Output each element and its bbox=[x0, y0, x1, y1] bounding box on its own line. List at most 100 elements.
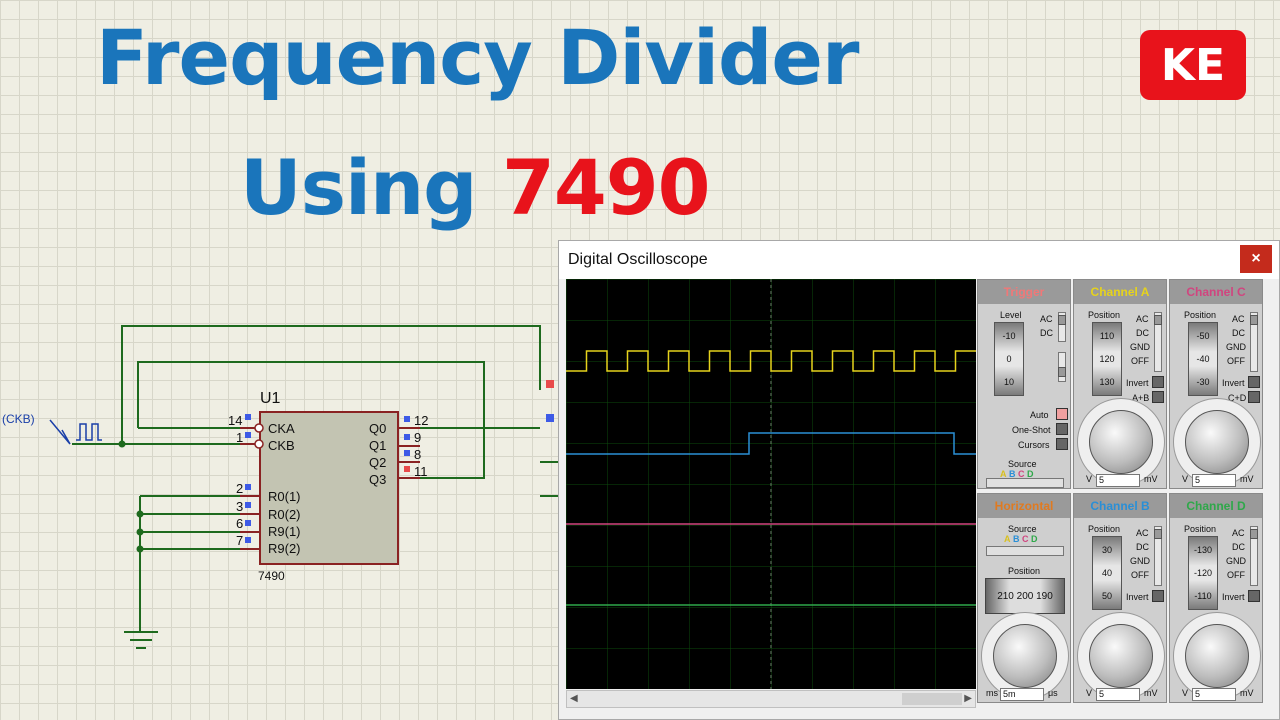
a-plus-b-button[interactable] bbox=[1152, 391, 1164, 403]
channel-d-coupling-switch[interactable] bbox=[1250, 526, 1258, 586]
pin-number: 14 bbox=[228, 413, 243, 428]
schematic-wires bbox=[72, 325, 560, 649]
auto-mode-label: Auto bbox=[1030, 410, 1049, 420]
scope-horizontal-scrollbar[interactable]: ◀ ▶ bbox=[566, 690, 976, 708]
pin-name: Q1 bbox=[369, 438, 387, 453]
unit-left: V bbox=[1086, 474, 1093, 484]
channel-c-volts-knob[interactable] bbox=[1185, 410, 1249, 474]
trigger-title: Trigger bbox=[978, 280, 1070, 304]
dc-label[interactable]: DC bbox=[1136, 328, 1149, 338]
horizontal-panel: Horizontal Source A B C D Position 210 2… bbox=[977, 493, 1071, 703]
channel-a-position-wheel[interactable]: 110 120 130 bbox=[1092, 322, 1122, 396]
trigger-dc-label[interactable]: DC bbox=[1040, 328, 1053, 338]
chip-pin-leads bbox=[240, 427, 420, 550]
chip-7490-body[interactable] bbox=[259, 411, 399, 565]
horizontal-title: Horizontal bbox=[978, 494, 1070, 518]
trigger-source-options[interactable]: A B C D bbox=[1000, 469, 1034, 479]
pin-number: 8 bbox=[414, 447, 422, 462]
chip-part-number: 7490 bbox=[258, 569, 285, 583]
title-highlight: 7490 bbox=[501, 143, 711, 232]
off-label[interactable]: OFF bbox=[1131, 570, 1149, 580]
horizontal-source-slider[interactable] bbox=[986, 546, 1064, 556]
channel-d-panel: Channel D Position -130 -120 -110 AC DC … bbox=[1169, 493, 1263, 703]
channel-a-title: Channel A bbox=[1074, 280, 1166, 304]
pin-number: 12 bbox=[414, 413, 429, 428]
auto-mode-button[interactable] bbox=[1056, 408, 1068, 420]
channel-b-invert-button[interactable] bbox=[1152, 590, 1164, 602]
channel-c-panel: Channel C Position -50 -40 -30 AC DC GND… bbox=[1169, 279, 1263, 489]
channel-b-position-label: Position bbox=[1088, 524, 1121, 534]
ac-label[interactable]: AC bbox=[1136, 528, 1149, 538]
channel-d-invert-button[interactable] bbox=[1248, 590, 1260, 602]
channel-a-panel: Channel A Position 110 120 130 AC DC GND… bbox=[1073, 279, 1167, 489]
channel-b-value: 5 bbox=[1096, 688, 1140, 701]
channel-d-position-wheel[interactable]: -130 -120 -110 bbox=[1188, 536, 1218, 610]
channel-a-volts-knob[interactable] bbox=[1089, 410, 1153, 474]
one-shot-button[interactable] bbox=[1056, 423, 1068, 435]
horizontal-source-options[interactable]: A B C D bbox=[1004, 534, 1038, 544]
dc-label[interactable]: DC bbox=[1232, 542, 1245, 552]
gnd-label[interactable]: GND bbox=[1226, 342, 1246, 352]
channel-c-invert-button[interactable] bbox=[1248, 376, 1260, 388]
trigger-source-slider[interactable] bbox=[986, 478, 1064, 488]
pin-name: R9(2) bbox=[268, 541, 301, 556]
scroll-right-icon[interactable]: ▶ bbox=[964, 693, 972, 704]
c-plus-d-button[interactable] bbox=[1248, 391, 1260, 403]
trigger-edge-switch[interactable] bbox=[1058, 352, 1066, 382]
pin-number: 9 bbox=[414, 430, 422, 445]
unit-left: V bbox=[1086, 688, 1093, 698]
gnd-label[interactable]: GND bbox=[1130, 342, 1150, 352]
pin-number: 7 bbox=[236, 533, 244, 548]
channel-b-coupling-switch[interactable] bbox=[1154, 526, 1162, 586]
scroll-left-icon[interactable]: ◀ bbox=[570, 693, 578, 704]
trigger-coupling-switch[interactable] bbox=[1058, 312, 1066, 342]
channel-c-coupling-switch[interactable] bbox=[1250, 312, 1258, 372]
channel-c-position-wheel[interactable]: -50 -40 -30 bbox=[1188, 322, 1218, 396]
unit-left: V bbox=[1182, 474, 1189, 484]
clock-source-label: (CKB) bbox=[2, 412, 35, 426]
dc-label[interactable]: DC bbox=[1136, 542, 1149, 552]
timebase-knob[interactable] bbox=[993, 624, 1057, 688]
page-title-line2: Using 7490 bbox=[240, 143, 710, 232]
ac-label[interactable]: AC bbox=[1136, 314, 1149, 324]
invert-label: Invert bbox=[1222, 592, 1245, 602]
scrollbar-thumb[interactable] bbox=[902, 693, 962, 705]
level-label: Level bbox=[1000, 310, 1022, 320]
dc-label[interactable]: DC bbox=[1232, 328, 1245, 338]
off-label[interactable]: OFF bbox=[1227, 570, 1245, 580]
horizontal-source-label: Source bbox=[1008, 524, 1037, 534]
trigger-ac-label[interactable]: AC bbox=[1040, 314, 1053, 324]
channel-d-volts-knob[interactable] bbox=[1185, 624, 1249, 688]
cursors-button[interactable] bbox=[1056, 438, 1068, 450]
gnd-label[interactable]: GND bbox=[1130, 556, 1150, 566]
channel-a-position-label: Position bbox=[1088, 310, 1121, 320]
off-label[interactable]: OFF bbox=[1131, 356, 1149, 366]
ke-logo: KE bbox=[1140, 30, 1246, 100]
ac-label[interactable]: AC bbox=[1232, 314, 1245, 324]
ac-label[interactable]: AC bbox=[1232, 528, 1245, 538]
trigger-level-wheel[interactable]: -10 0 10 bbox=[994, 322, 1024, 396]
timebase-value: 5m bbox=[1000, 688, 1044, 701]
channel-c-title: Channel C bbox=[1170, 280, 1262, 304]
channel-a-invert-button[interactable] bbox=[1152, 376, 1164, 388]
gnd-label[interactable]: GND bbox=[1226, 556, 1246, 566]
pin-number: 1 bbox=[236, 430, 244, 445]
close-button[interactable]: × bbox=[1240, 245, 1272, 273]
junction-dots bbox=[118, 440, 144, 553]
off-label[interactable]: OFF bbox=[1227, 356, 1245, 366]
oscilloscope-titlebar[interactable]: Digital Oscilloscope × bbox=[559, 241, 1279, 279]
channel-a-coupling-switch[interactable] bbox=[1154, 312, 1162, 372]
oscilloscope-window[interactable]: Digital Oscilloscope × ◀ ▶ Trigger Level bbox=[558, 240, 1280, 720]
unit-left: ms bbox=[986, 688, 998, 698]
a-plus-b-label: A+B bbox=[1132, 393, 1150, 403]
horizontal-position-wheel[interactable]: 210 200 190 bbox=[985, 578, 1065, 614]
channel-b-volts-knob[interactable] bbox=[1089, 624, 1153, 688]
pin-number: 6 bbox=[236, 516, 244, 531]
channel-b-position-wheel[interactable]: 30 40 50 bbox=[1092, 536, 1122, 610]
pin-number: 3 bbox=[236, 499, 244, 514]
unit-right: mV bbox=[1240, 474, 1254, 484]
channel-a-value: 5 bbox=[1096, 474, 1140, 487]
invert-label: Invert bbox=[1126, 592, 1149, 602]
oscilloscope-title: Digital Oscilloscope bbox=[568, 251, 708, 268]
chip-reference: U1 bbox=[260, 390, 281, 407]
